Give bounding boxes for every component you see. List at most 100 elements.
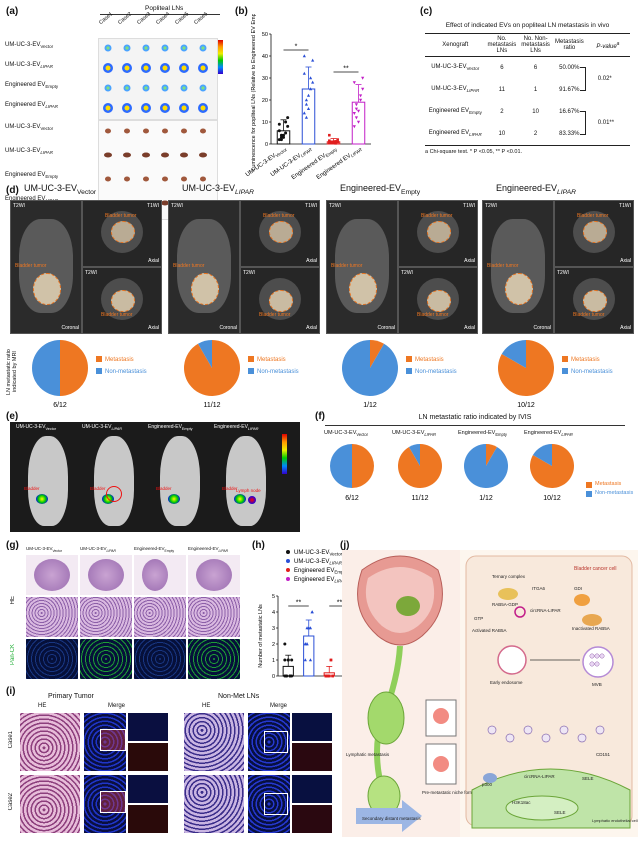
d-axial-label: Axial bbox=[464, 258, 475, 264]
c-head-4: P-valuea bbox=[596, 40, 620, 50]
h-legend-label-1: UM-UC-3-EVLIPAR bbox=[294, 559, 343, 566]
point bbox=[302, 71, 306, 75]
legend-label-non-metastasis: Non-metastasis bbox=[257, 369, 299, 375]
d-axial-label: Axial bbox=[306, 325, 317, 331]
e-bladder-label-3: Bladder bbox=[222, 486, 238, 491]
d-mri-tumor bbox=[349, 273, 377, 305]
d-title-2-sub: Empty bbox=[401, 188, 421, 196]
g-col-2-sub: Empty bbox=[164, 548, 175, 553]
a-row-2-sub: Empty bbox=[45, 84, 59, 90]
a-lum-core bbox=[200, 65, 206, 71]
j-label-circ-2: circRNA-LIPAR bbox=[524, 774, 555, 779]
y-axis-label: Luminescence for popliteal LNs (Relative… bbox=[251, 14, 257, 171]
f-legend-non-metastasis: Non-metastasis bbox=[595, 490, 634, 496]
a-node-photo bbox=[200, 128, 206, 134]
h-legend-marker-0 bbox=[286, 550, 290, 554]
f-label-1-sub: LIPAR bbox=[424, 432, 436, 438]
a-node-photo bbox=[105, 176, 111, 182]
point bbox=[304, 98, 309, 102]
point bbox=[277, 122, 281, 126]
i-merge-lymph-1 bbox=[248, 775, 290, 833]
a-lum-core bbox=[125, 86, 129, 90]
a-row-1-sub: LIPAR bbox=[40, 64, 54, 70]
f-pie-0-non-metastasis bbox=[330, 444, 352, 488]
j-label-h3k: H3K18ac bbox=[512, 800, 531, 805]
e-bladder-signal-0 bbox=[36, 494, 48, 504]
a-row-5-sub: LIPAR bbox=[40, 150, 54, 156]
d-tumor-label: Bladder tumor bbox=[577, 213, 609, 219]
j-exosome bbox=[487, 725, 497, 735]
a-row-5-main: UM-UC-3-EV bbox=[5, 148, 41, 154]
a-lum-core bbox=[143, 105, 149, 111]
c-cell-p: 0.01** bbox=[579, 101, 630, 135]
i-channel-c-0 bbox=[292, 713, 332, 741]
point bbox=[302, 54, 306, 58]
d-title-1: UM-UC-3-EVLIPAR bbox=[182, 183, 254, 196]
a-lum-core bbox=[105, 105, 111, 111]
point bbox=[306, 107, 311, 110]
a-node-photo bbox=[162, 128, 168, 134]
d-pie-3-non-metastasis bbox=[501, 340, 526, 368]
c-footnote: a Chi-square test. * P <0.05, ** P <0.01… bbox=[425, 148, 523, 155]
f-ratio-0: 6/12 bbox=[345, 495, 359, 502]
g-col-1: UM-UC-3-EVLIPAR bbox=[80, 546, 116, 553]
point bbox=[308, 658, 313, 662]
a-node-photo bbox=[143, 176, 149, 182]
a-node-photo bbox=[161, 200, 169, 206]
i-merge-lymph-inset-1 bbox=[264, 793, 288, 815]
e-bladder-label-1: Bladder bbox=[90, 486, 106, 491]
d-tumor-label: Bladder tumor bbox=[487, 263, 519, 269]
legend-label-metastasis: Metastasis bbox=[415, 357, 444, 363]
a-node-photo bbox=[124, 176, 130, 182]
c-head-1: No. metastasis LNs bbox=[487, 36, 517, 54]
d-t2-label: T2WI bbox=[85, 270, 97, 276]
i-he-label-1: HE bbox=[38, 703, 47, 709]
i-channel-a-0 bbox=[128, 713, 168, 741]
legend-swatch-metastasis bbox=[562, 356, 568, 362]
a-row-0-sub: Vector bbox=[40, 44, 54, 50]
point bbox=[332, 141, 335, 144]
f-ratio-1: 11/12 bbox=[412, 495, 429, 502]
e-label-2-sub: Empty bbox=[181, 427, 193, 431]
d-title-1-main: UM-UC-3-EV bbox=[182, 183, 235, 193]
panel-label-e: (e) bbox=[6, 411, 19, 422]
d-tumor-label: Bladder tumor bbox=[573, 312, 605, 318]
h-legend-sub-0: Vector bbox=[329, 552, 342, 557]
d-title-3-sub: LIPAR bbox=[557, 188, 577, 196]
a-node-photo bbox=[181, 128, 187, 134]
c-head-3: Metastasis ratio bbox=[555, 39, 584, 51]
e-bladder-label-0: Bladder bbox=[24, 486, 40, 491]
point bbox=[329, 658, 333, 662]
c-cell-p: 0.02* bbox=[579, 57, 630, 91]
point bbox=[303, 642, 307, 646]
j-exosome bbox=[523, 725, 533, 735]
c-cell-name: UM-UC-3-EVVector bbox=[431, 64, 480, 72]
e-colorbar bbox=[282, 434, 287, 474]
y-tick-label: 50 bbox=[262, 32, 268, 38]
j-label-activated: Activated RAB5A bbox=[472, 628, 507, 633]
x-tick-sub-2: Empty bbox=[325, 147, 339, 159]
j-label-p300: p300 bbox=[482, 782, 493, 787]
f-pie-1: 11/12 bbox=[398, 444, 442, 502]
h-legend-main-1: UM-UC-3-EV bbox=[294, 559, 329, 565]
legend-label-non-metastasis: Non-metastasis bbox=[415, 369, 457, 375]
j-zoom-2 bbox=[425, 743, 457, 785]
i-merge-primary-0 bbox=[84, 713, 126, 771]
c-head-2: No. Non-metastasis LNs bbox=[521, 36, 550, 54]
f-ratio-2: 1/12 bbox=[479, 495, 493, 502]
g-col-3-sub: LIPAR bbox=[218, 548, 228, 553]
d-mri-axial-tumor bbox=[269, 221, 293, 243]
c-cell-m: 6 bbox=[500, 64, 504, 71]
c-cell-r: 16.67% bbox=[559, 108, 580, 115]
j-p300 bbox=[483, 773, 497, 783]
point bbox=[286, 116, 290, 120]
g-ck-signal-3 bbox=[188, 639, 240, 679]
g-col-3-main: Engineered-EV bbox=[188, 546, 219, 551]
i-he-label-2: HE bbox=[202, 703, 211, 709]
y-axis-label: Number of metastatic LNs bbox=[258, 604, 264, 668]
a-row-3: Engineered EVLIPAR bbox=[5, 102, 58, 109]
